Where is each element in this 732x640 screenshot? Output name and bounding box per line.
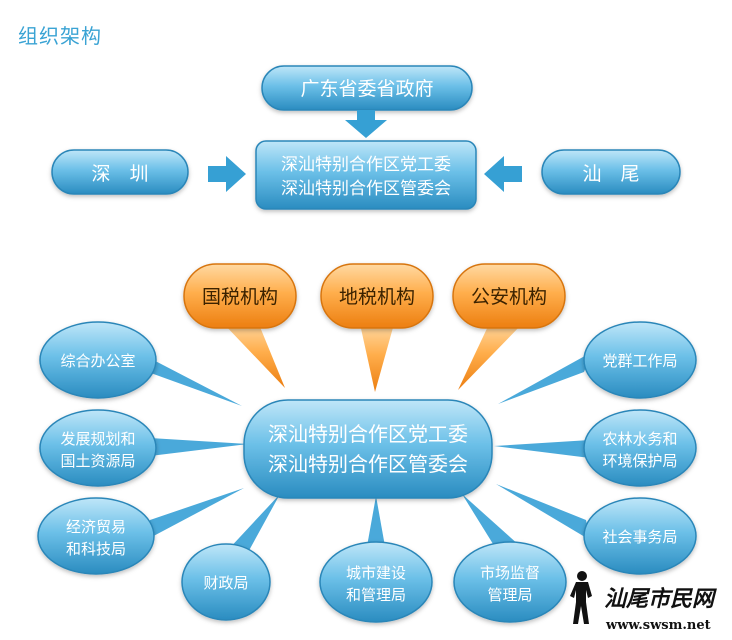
- watermark: 汕尾市民网 www.swsm.net: [570, 571, 717, 633]
- arrow-left-icon: [484, 156, 522, 192]
- hub-line1: 深汕特别合作区党工委: [268, 422, 468, 446]
- dept-social-affairs: 社会事务局: [583, 497, 697, 575]
- node-left-city-label: 深 圳: [91, 163, 148, 185]
- bubble-national-tax: 国税机构: [183, 263, 297, 329]
- dept-finance: 财政局: [181, 543, 271, 621]
- dept-label: 国土资源局: [60, 452, 135, 470]
- connector: [138, 352, 242, 406]
- node-top-center-line2: 深汕特别合作区管委会: [281, 179, 451, 199]
- node-right-city: 汕 尾: [541, 149, 681, 195]
- dept-market-supervision: 市场监督 管理局: [453, 541, 567, 623]
- dept-label: 财政局: [203, 574, 248, 592]
- bubble-local-tax-label: 地税机构: [339, 286, 415, 308]
- dept-party-mass: 党群工作局: [583, 321, 697, 399]
- arrow-right-icon: [208, 156, 246, 192]
- bubble-tail: [222, 322, 285, 388]
- node-left-city: 深 圳: [51, 149, 189, 195]
- dept-label: 农林水务和: [602, 430, 677, 448]
- bubble-public-security: 公安机构: [452, 263, 566, 329]
- dept-economy-tech: 经济贸易 和科技局: [37, 497, 155, 575]
- connector: [146, 488, 244, 540]
- node-top-center-line1: 深汕特别合作区党工委: [281, 155, 451, 175]
- dept-label: 城市建设: [346, 564, 406, 582]
- dept-agri-environment: 农林水务和 环境保护局: [583, 409, 697, 487]
- connector-group: [138, 322, 592, 556]
- bubble-tail: [458, 322, 524, 390]
- arrow-down-icon: [345, 110, 387, 138]
- connector: [150, 438, 248, 456]
- connector: [494, 440, 590, 458]
- dept-label: 经济贸易: [66, 518, 126, 536]
- dept-general-office: 综合办公室: [39, 321, 157, 399]
- connector: [226, 494, 280, 556]
- node-top-center: 深汕特别合作区党工委 深汕特别合作区管委会: [255, 140, 477, 210]
- bubble-public-security-label: 公安机构: [471, 286, 547, 308]
- node-province-label: 广东省委省政府: [300, 78, 433, 100]
- connector: [498, 352, 592, 404]
- dept-label: 综合办公室: [60, 352, 135, 370]
- dept-label: 党群工作局: [602, 352, 677, 370]
- node-right-city-label: 汕 尾: [582, 163, 639, 185]
- dept-label: 和科技局: [66, 540, 126, 558]
- connector: [496, 484, 590, 540]
- bubble-national-tax-label: 国税机构: [202, 286, 278, 308]
- dept-label: 管理局: [487, 586, 532, 604]
- dept-urban-construction: 城市建设 和管理局: [319, 541, 433, 623]
- bubble-tail: [360, 324, 394, 392]
- hub-node: 深汕特别合作区党工委 深汕特别合作区管委会: [243, 399, 493, 499]
- connector: [462, 494, 520, 552]
- connector: [366, 496, 386, 552]
- dept-label: 市场监督: [480, 564, 540, 582]
- dept-label: 环境保护局: [602, 452, 677, 470]
- dept-label: 发展规划和: [60, 430, 135, 448]
- page-title: 组织架构: [18, 24, 102, 48]
- watermark-url: www.swsm.net: [605, 618, 711, 633]
- bubble-local-tax: 地税机构: [320, 263, 434, 329]
- node-province: 广东省委省政府: [261, 65, 473, 111]
- dept-label: 社会事务局: [602, 528, 677, 546]
- watermark-brand: 汕尾市民网: [604, 586, 717, 612]
- person-silhouette-icon: [570, 571, 592, 624]
- dept-label: 和管理局: [346, 586, 406, 604]
- hub-line2: 深汕特别合作区管委会: [268, 452, 468, 476]
- dept-planning-land: 发展规划和 国土资源局: [39, 409, 157, 487]
